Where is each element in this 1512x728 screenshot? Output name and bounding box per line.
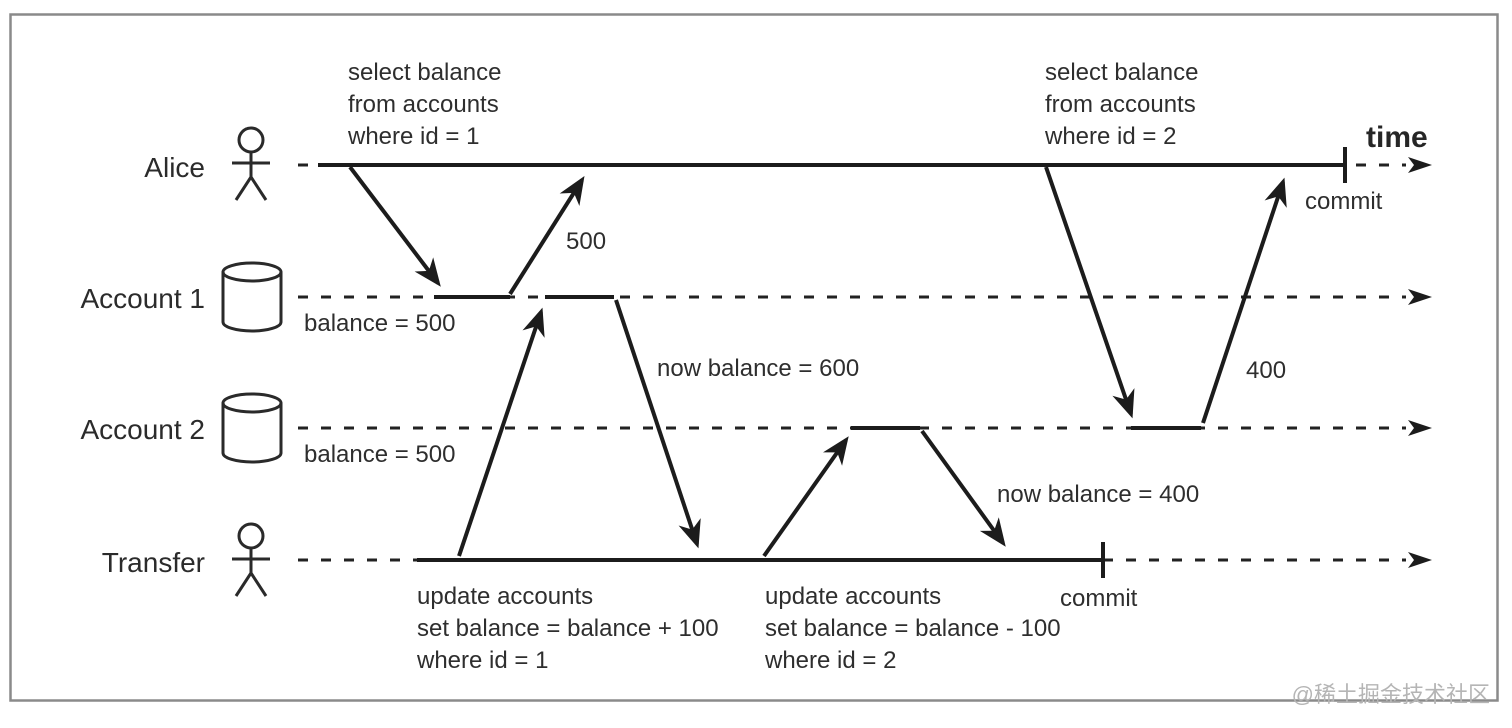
alice-query-1-line1: select balance bbox=[348, 59, 501, 86]
person-icon bbox=[232, 126, 270, 201]
transfer-update-2-line2: set balance = balance - 100 bbox=[765, 615, 1061, 642]
time-axis-label: time bbox=[1366, 121, 1428, 154]
alice-select2-response-arrow bbox=[1201, 177, 1287, 424]
account2-timeline-arrowhead-icon bbox=[1408, 420, 1432, 436]
transfer-update2-request-arrow bbox=[762, 436, 849, 558]
lane-label-account2: Account 2 bbox=[80, 414, 205, 445]
now-balance-600-label: now balance = 600 bbox=[657, 355, 859, 382]
database-icon bbox=[221, 261, 283, 333]
transfer-timeline-arrowhead-icon bbox=[1408, 552, 1432, 568]
alice-query-1-line2: from accounts bbox=[348, 91, 499, 118]
alice-commit-label: commit bbox=[1305, 188, 1383, 215]
transfer-update-1-line1: update accounts bbox=[417, 583, 593, 610]
transfer-update2-response-arrow bbox=[920, 429, 1006, 547]
alice-query-2-line3: where id = 2 bbox=[1044, 123, 1176, 150]
transfer-update1-response-arrow bbox=[614, 299, 701, 549]
transfer-update-2-line1: update accounts bbox=[765, 583, 941, 610]
transfer-update-1-line2: set balance = balance + 100 bbox=[417, 615, 719, 642]
lane-label-account1: Account 1 bbox=[80, 283, 205, 314]
alice-query-1-line3: where id = 1 bbox=[347, 123, 479, 150]
response-value-500: 500 bbox=[566, 228, 606, 255]
alice-query-2-line1: select balance bbox=[1045, 59, 1198, 86]
response-value-400: 400 bbox=[1246, 357, 1286, 384]
now-balance-400-label: now balance = 400 bbox=[997, 481, 1199, 508]
alice-select1-response-arrow bbox=[508, 176, 585, 296]
transfer-update-2-line3: where id = 2 bbox=[764, 647, 896, 674]
transfer-commit-label: commit bbox=[1060, 585, 1138, 612]
account1-timeline-arrowhead-icon bbox=[1408, 289, 1432, 305]
transfer-update1-request-arrow bbox=[457, 307, 545, 557]
diagram-border bbox=[9, 13, 1499, 702]
alice-timeline-arrowhead-icon bbox=[1408, 157, 1432, 173]
database-icon bbox=[221, 392, 283, 464]
account2-balance-label: balance = 500 bbox=[304, 441, 455, 468]
watermark-text: @稀土掘金技术社区 bbox=[1292, 682, 1490, 707]
alice-select2-request-arrow bbox=[1044, 166, 1135, 419]
transfer-update-1-line3: where id = 1 bbox=[416, 647, 548, 674]
alice-select1-request-arrow bbox=[348, 165, 441, 287]
lane-label-alice: Alice bbox=[144, 152, 205, 183]
lane-label-transfer: Transfer bbox=[102, 547, 205, 578]
person-icon bbox=[232, 522, 270, 597]
alice-query-2-line2: from accounts bbox=[1045, 91, 1196, 118]
account1-balance-label: balance = 500 bbox=[304, 310, 455, 337]
